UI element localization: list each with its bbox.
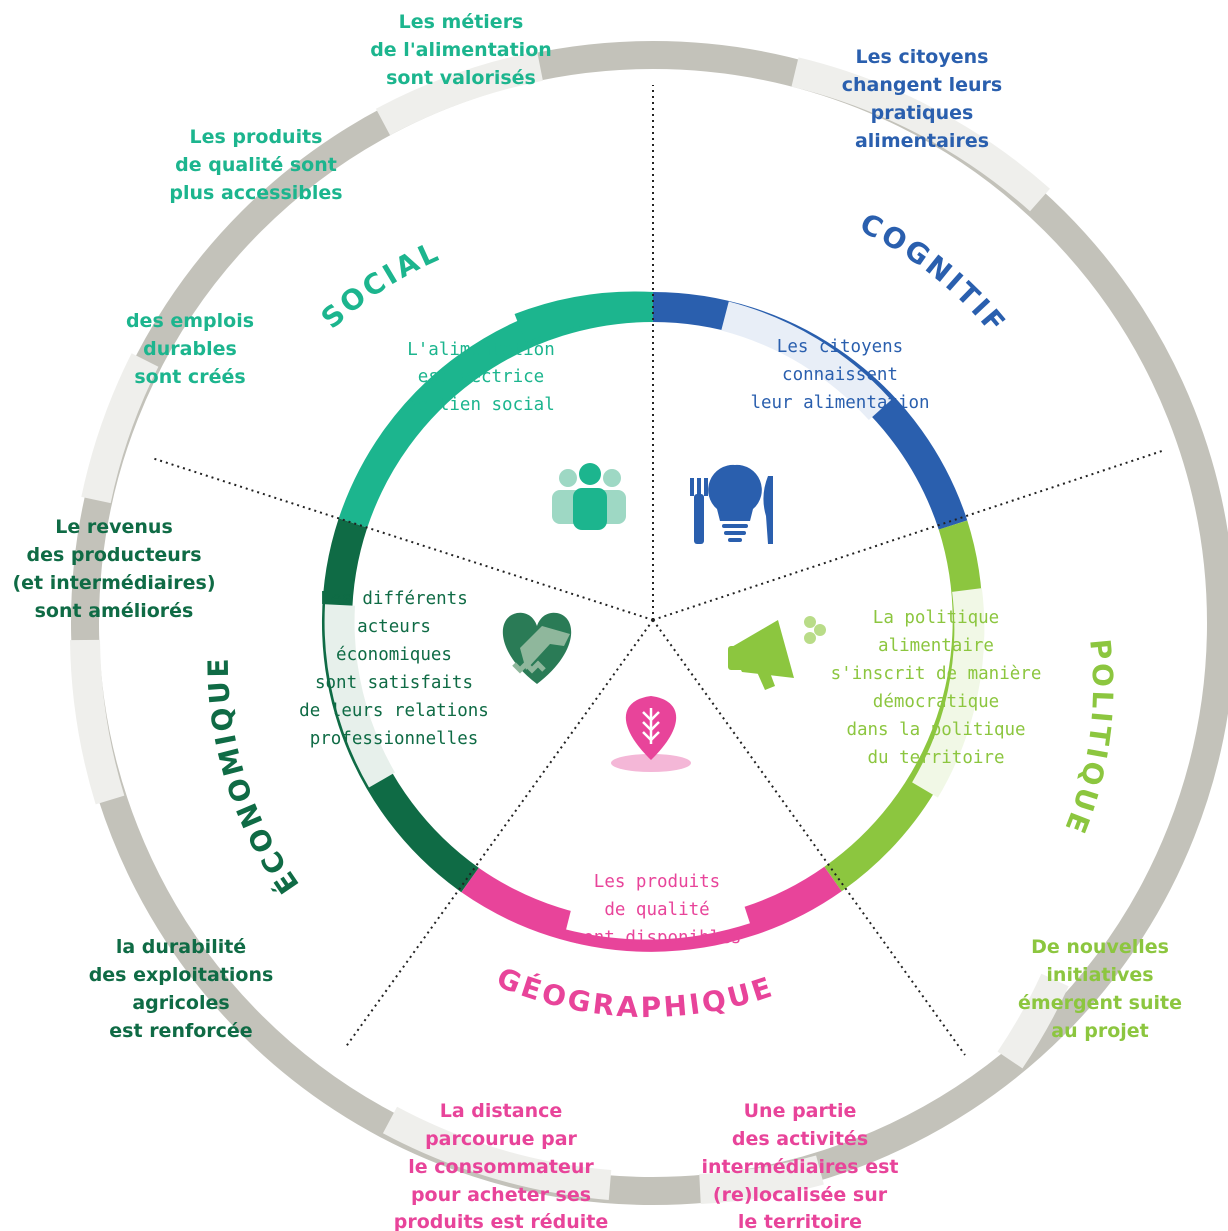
dimension-geographique-label: GÉOGRAPHIQUE bbox=[492, 961, 778, 1024]
outer-ring bbox=[71, 41, 1228, 1205]
outer-line: la durabilité bbox=[116, 936, 246, 958]
outer-line: des activités bbox=[732, 1128, 868, 1150]
outer-line: sont valorisés bbox=[386, 67, 536, 89]
outer-line: changent leurs bbox=[842, 74, 1002, 96]
inner-line: sont satisfaits bbox=[315, 673, 473, 693]
inner-line: alimentaire bbox=[878, 636, 994, 656]
inner-line: connaissent bbox=[782, 365, 898, 385]
dimension-social-label: SOCIAL bbox=[315, 235, 446, 336]
outer-line: produits est réduite bbox=[394, 1211, 608, 1231]
handshake-heart-icon bbox=[502, 612, 572, 684]
inner-line: du territoire bbox=[868, 748, 1005, 768]
inner-line: dans la politique bbox=[846, 720, 1025, 740]
outer-line: de qualité sont bbox=[175, 154, 337, 176]
inner-text-geographique: Les produits de qualité sont disponibles bbox=[573, 872, 742, 948]
outer-text-revenus: Le revenus des producteurs (et intermédi… bbox=[12, 516, 215, 622]
outer-ring-gaps bbox=[70, 51, 1069, 1204]
inner-line: est vectrice bbox=[418, 367, 544, 387]
wheat-map-pin-icon bbox=[611, 696, 691, 772]
outer-line: des exploitations bbox=[89, 964, 274, 986]
outer-line: sont créés bbox=[134, 366, 245, 388]
inner-line: de lien social bbox=[407, 395, 555, 415]
outer-line: pour acheter ses bbox=[411, 1184, 591, 1206]
outer-line: alimentaires bbox=[855, 130, 989, 152]
inner-text-cognitif: Les citoyens connaissent leur alimentati… bbox=[750, 337, 929, 413]
fork-lightbulb-knife-icon bbox=[690, 464, 773, 544]
outer-text-citoyens-pratiques: Les citoyens changent leurs pratiques al… bbox=[842, 46, 1002, 152]
inner-line: s'inscrit de manière bbox=[831, 664, 1042, 684]
inner-text-economique: Les différents acteurs économiques sont … bbox=[299, 589, 489, 749]
outer-line: durables bbox=[143, 338, 237, 360]
divider-lines bbox=[151, 85, 1166, 1056]
outer-text-metiers: Les métiers de l'alimentation sont valor… bbox=[370, 11, 552, 89]
megaphone-clover-icon bbox=[728, 616, 826, 690]
outer-line: est renforcée bbox=[109, 1020, 252, 1042]
outer-text-initiatives: De nouvelles initiatives émergent suite … bbox=[1018, 936, 1182, 1042]
outer-text-durabilite: la durabilité des exploitations agricole… bbox=[89, 936, 274, 1042]
outer-line: (re)localisée sur bbox=[713, 1184, 888, 1206]
outer-line: pratiques bbox=[871, 102, 974, 124]
dimension-cognitif-label: COGNITIF bbox=[855, 207, 1014, 341]
inner-line: démocratique bbox=[873, 692, 999, 712]
outer-line: le territoire bbox=[738, 1211, 862, 1231]
inner-text-politique: La politique alimentaire s'inscrit de ma… bbox=[831, 608, 1042, 768]
inner-line: leur alimentation bbox=[750, 393, 929, 413]
outer-line: de l'alimentation bbox=[370, 39, 552, 61]
inner-line: de qualité bbox=[604, 900, 709, 920]
outer-line: au projet bbox=[1051, 1020, 1148, 1042]
outer-line: initiatives bbox=[1046, 964, 1153, 986]
outer-line: le consommateur bbox=[408, 1156, 594, 1178]
outer-line: des producteurs bbox=[27, 544, 202, 566]
outer-line: émergent suite bbox=[1018, 992, 1182, 1014]
dimension-economique-label: ÉCONOMIQUE bbox=[202, 655, 306, 900]
outer-line: Les citoyens bbox=[856, 46, 989, 68]
outer-line: intermédiaires est bbox=[702, 1156, 899, 1178]
outer-text-distance: La distance parcourue par le consommateu… bbox=[394, 1100, 608, 1231]
outer-text-activites: Une partie des activités intermédiaires … bbox=[702, 1100, 899, 1231]
people-group-icon bbox=[552, 463, 626, 530]
outer-line: Une partie bbox=[744, 1100, 857, 1122]
inner-line: Les produits bbox=[594, 872, 720, 892]
dimension-politique-label: POLITIQUE bbox=[1057, 637, 1119, 840]
inner-line: La politique bbox=[873, 608, 999, 628]
outer-line: plus accessibles bbox=[169, 182, 342, 204]
outer-line: Le revenus bbox=[55, 516, 173, 538]
outer-line: sont améliorés bbox=[35, 600, 194, 622]
outer-text-emplois: des emplois durables sont créés bbox=[126, 310, 254, 388]
inner-line: Les citoyens bbox=[777, 337, 903, 357]
inner-line: acteurs bbox=[357, 617, 431, 637]
outer-line: Les produits bbox=[190, 126, 323, 148]
inner-ring bbox=[321, 291, 985, 952]
outer-line: agricoles bbox=[132, 992, 229, 1014]
outer-line: Les métiers bbox=[399, 11, 524, 33]
inner-line: professionnelles bbox=[310, 729, 479, 749]
inner-line: L'alimentation bbox=[407, 340, 555, 360]
outer-text-produits-accessibles: Les produits de qualité sont plus access… bbox=[169, 126, 342, 204]
outer-line: (et intermédiaires) bbox=[12, 572, 215, 594]
outer-line: des emplois bbox=[126, 310, 254, 332]
outer-line: parcourue par bbox=[425, 1128, 577, 1150]
outer-line: De nouvelles bbox=[1031, 936, 1169, 958]
outer-line: La distance bbox=[440, 1100, 563, 1122]
inner-line: économiques bbox=[336, 645, 452, 665]
inner-line: de leurs relations bbox=[299, 701, 489, 721]
inner-text-social: L'alimentation est vectrice de lien soci… bbox=[407, 340, 555, 415]
inner-line: Les différents bbox=[320, 589, 468, 609]
inner-line: sont disponibles bbox=[573, 928, 742, 948]
